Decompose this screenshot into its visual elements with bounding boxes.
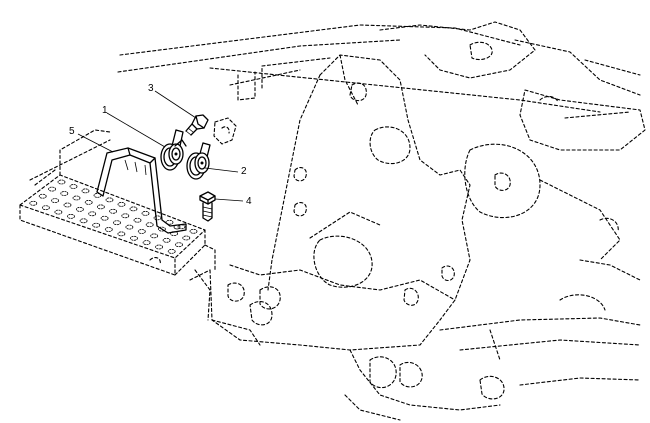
step-hole bbox=[155, 244, 164, 250]
step-hole bbox=[104, 227, 113, 232]
step-hole bbox=[175, 242, 183, 248]
step-hole bbox=[130, 235, 138, 241]
step-hole bbox=[72, 195, 81, 201]
step-hole bbox=[60, 191, 69, 196]
step-hole bbox=[84, 199, 93, 205]
callout-2: 2 bbox=[241, 166, 247, 177]
bolt-top bbox=[185, 114, 209, 136]
step-hole bbox=[92, 222, 101, 228]
mounting-bracket bbox=[96, 147, 187, 234]
callout-4: 4 bbox=[246, 196, 252, 207]
step-hole bbox=[117, 231, 126, 237]
step-hole bbox=[88, 211, 97, 217]
callout-5: 5 bbox=[69, 126, 75, 137]
step-hole bbox=[54, 209, 63, 215]
step-hole bbox=[153, 215, 162, 221]
step-hole bbox=[150, 233, 159, 239]
step-hole bbox=[167, 248, 176, 254]
step-hole bbox=[157, 226, 166, 232]
step-hole bbox=[117, 201, 126, 207]
step-hole bbox=[57, 179, 66, 185]
step-hole bbox=[145, 222, 154, 228]
step-hole bbox=[97, 204, 105, 210]
step-hole bbox=[162, 237, 171, 243]
step-hole bbox=[129, 206, 138, 212]
horn-left bbox=[160, 129, 187, 171]
step-hole bbox=[48, 186, 56, 192]
step-perforations bbox=[29, 179, 198, 254]
step-hole bbox=[189, 228, 198, 234]
step-hole bbox=[81, 188, 90, 194]
step-hole bbox=[51, 198, 59, 204]
step-hole bbox=[100, 215, 109, 221]
callout-3: 3 bbox=[148, 83, 154, 94]
step-hole bbox=[79, 218, 88, 224]
step-hole bbox=[133, 217, 142, 223]
leader-lines bbox=[77, 90, 244, 202]
step-hole bbox=[76, 206, 84, 212]
step-hole bbox=[137, 229, 146, 234]
step-hole bbox=[113, 220, 121, 226]
step-hole bbox=[109, 208, 117, 214]
step-hole bbox=[38, 193, 47, 199]
step-hole bbox=[125, 224, 134, 230]
horn-right bbox=[186, 142, 211, 180]
step-hole bbox=[142, 240, 151, 246]
step-hole bbox=[121, 213, 130, 219]
step-hole bbox=[105, 197, 114, 203]
step-hole bbox=[67, 213, 75, 219]
step-hole bbox=[177, 224, 186, 230]
bolt-lower bbox=[199, 191, 216, 222]
step-hole bbox=[63, 202, 72, 208]
step-hole bbox=[170, 231, 179, 237]
step-hole bbox=[29, 200, 38, 206]
step-hole bbox=[141, 210, 150, 216]
callout-1: 1 bbox=[102, 105, 108, 116]
chassis-frame bbox=[19, 21, 646, 421]
step-hole bbox=[42, 205, 50, 211]
step-hole bbox=[69, 184, 78, 189]
step-hole bbox=[182, 235, 191, 241]
